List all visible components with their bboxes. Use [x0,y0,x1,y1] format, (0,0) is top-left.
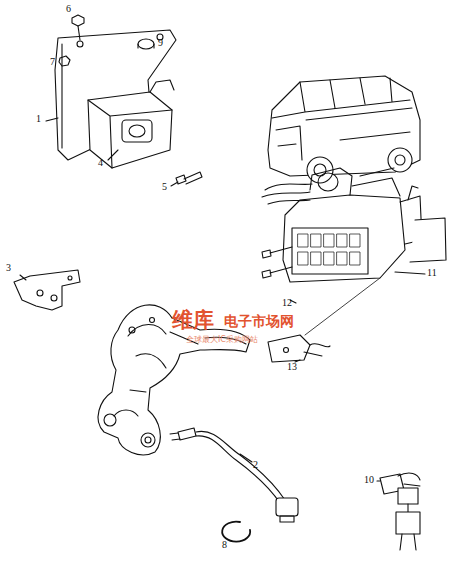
callout-number: 9 [158,38,163,48]
callout-number: 4 [98,158,103,168]
watermark: 维库 [172,310,214,331]
callout-number: 3 [6,263,11,273]
callout-number: 10 [364,475,374,485]
watermark: 全球最大IC采购网站 [186,336,258,344]
callout-number: 7 [50,57,55,67]
callout-number: 1 [36,114,41,124]
callout-number: 8 [222,540,227,550]
callout-number: 2 [253,460,258,470]
callout-number: 6 [66,4,71,14]
callout-number: 5 [162,182,167,192]
watermark: 电子市场网 [224,314,294,328]
callout-number: 11 [427,268,437,278]
callout-number: 13 [287,362,297,372]
callout-number: 12 [282,298,292,308]
